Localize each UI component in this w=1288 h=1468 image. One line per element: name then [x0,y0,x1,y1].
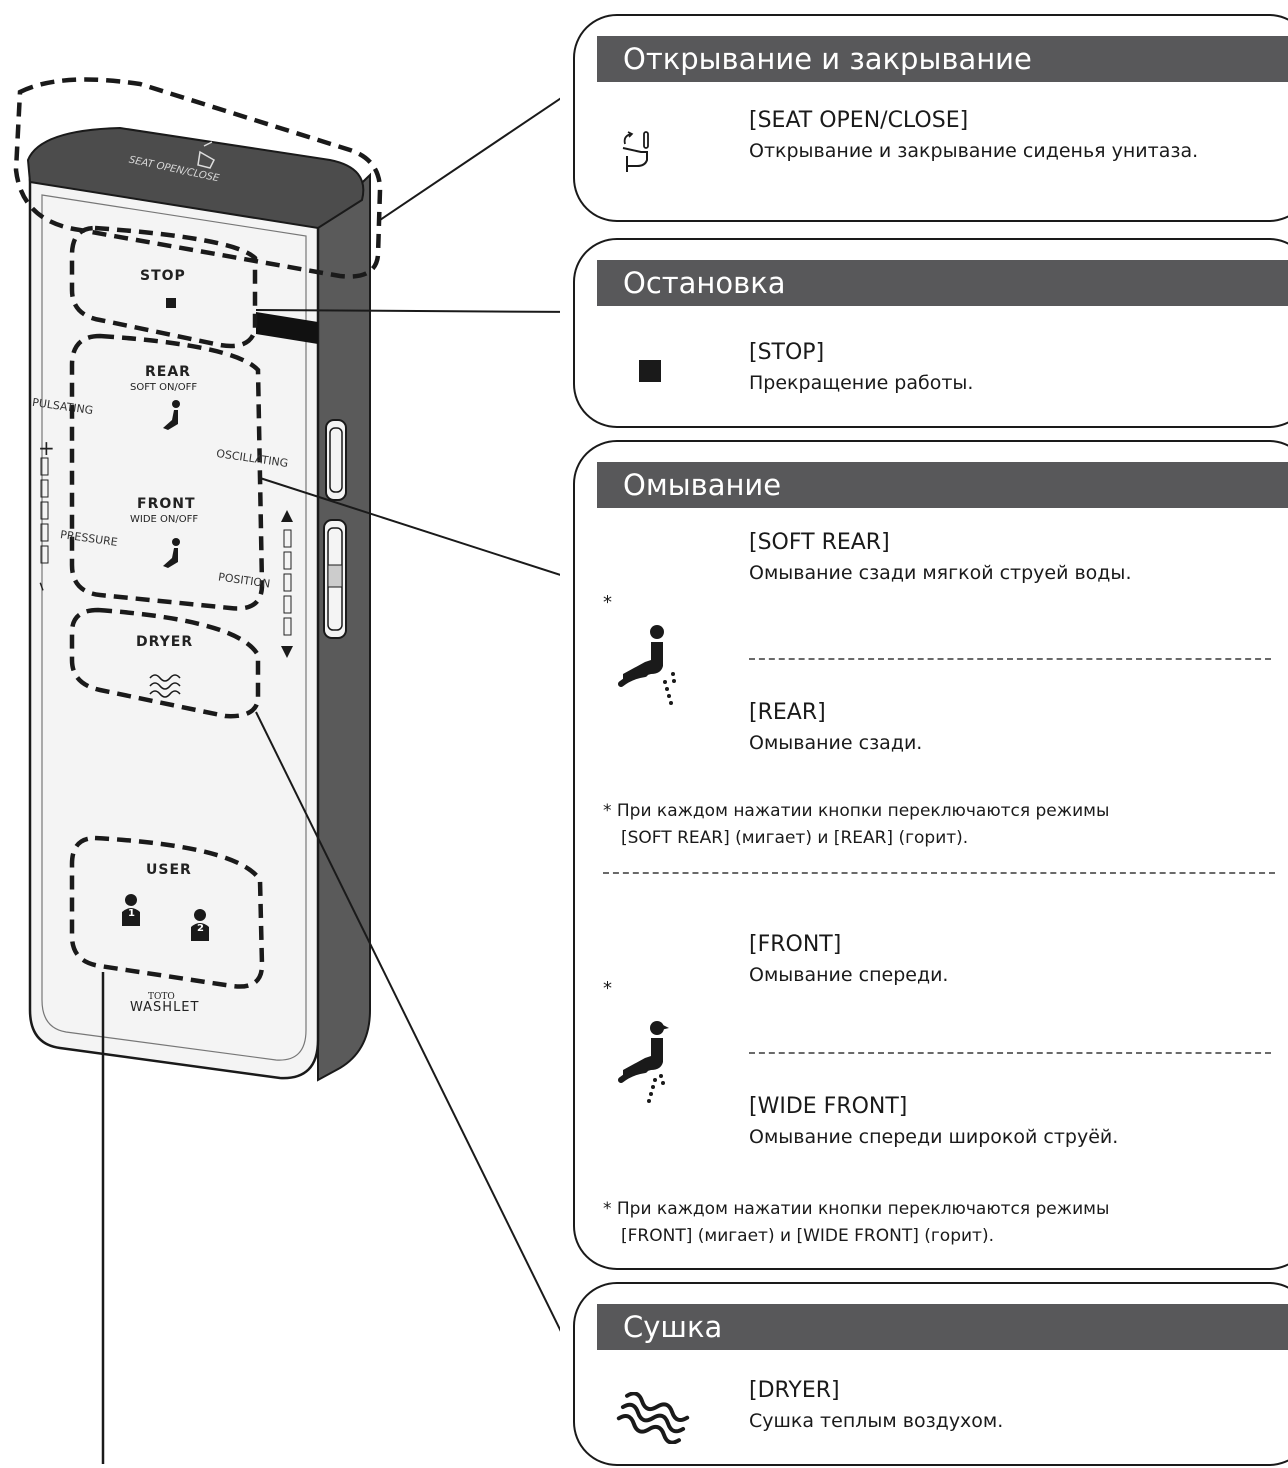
stop-title: [STOP] [749,340,825,365]
front-title: [FRONT] [749,932,842,957]
washing-panel: Омывание * [SOFT REAR] Омывание сзади мя… [573,440,1288,1270]
rear-note-line2: [SOFT REAR] (мигает) и [REAR] (горит). [621,828,969,848]
dryer-desc: Сушка теплым воздухом. [749,1410,1004,1432]
wide-front-desc: Омывание спереди широкой струёй. [749,1126,1119,1148]
soft-rear-title: [SOFT REAR] [749,530,890,555]
front-note-line2: [FRONT] (мигает) и [WIDE FRONT] (горит). [621,1226,994,1246]
wide-front-separator-dashed [749,1052,1271,1054]
remote-control-illustration: SEAT OPEN/CLOSE STOP REAR SOFT ON/OFF PU… [0,0,577,1464]
rear-remote-label: REAR [145,364,191,380]
front-separator-dashed [603,872,1275,874]
stop-panel: Остановка [STOP] Прекращение работы. [573,238,1288,428]
seat-open-close-title: [SEAT OPEN/CLOSE] [749,108,969,133]
rear-wash-person-icon [618,625,676,705]
dryer-remote-label: DRYER [136,634,194,650]
soft-on-off-remote-label: SOFT ON/OFF [130,382,198,393]
wide-on-off-remote-label: WIDE ON/OFF [130,514,199,525]
rear-note-asterisk: * [603,592,612,613]
rear-note-line1: * При каждом нажатии кнопки переключаютс… [603,801,1110,821]
remote-body-drawing [13,77,577,1464]
dryer-title: [DRYER] [749,1378,840,1403]
seat-open-close-icon [622,131,649,172]
pressure-plus-sign: + [38,436,55,460]
seat-open-close-panel: Открывание и закрывание [SEAT OPEN/CLOSE… [573,14,1288,222]
dryer-header: Сушка [597,1304,1288,1350]
rear-separator-dashed [749,658,1271,660]
wide-front-title: [WIDE FRONT] [749,1094,908,1119]
seat-open-close-desc: Открывание и закрывание сиденья унитаза. [749,140,1199,162]
washing-header: Омывание [597,462,1288,508]
washlet-logo: WASHLET [130,1000,200,1015]
stop-remote-label: STOP [140,268,186,284]
dryer-waves-icon [616,1392,690,1444]
rear-desc: Омывание сзади. [749,732,923,754]
front-note-line1: * При каждом нажатии кнопки переключаютс… [603,1199,1110,1219]
rear-title: [REAR] [749,700,826,725]
front-remote-label: FRONT [137,496,196,512]
soft-rear-desc: Омывание сзади мягкой струей воды. [749,562,1132,584]
stop-square-icon [639,360,661,382]
toto-small-logo: TOTO [148,992,175,1002]
dryer-panel: Сушка [DRYER] Сушка теплым воздухом. [573,1282,1288,1466]
stop-header: Остановка [597,260,1288,306]
user2-number: 2 [197,923,204,934]
front-wash-person-icon [618,1021,669,1103]
user-remote-label: USER [146,862,192,878]
front-desc: Омывание спереди. [749,964,949,986]
stop-desc: Прекращение работы. [749,372,974,394]
front-note-asterisk: * [603,978,612,999]
user1-number: 1 [128,908,135,919]
seat-open-close-header: Открывание и закрывание [597,36,1288,82]
